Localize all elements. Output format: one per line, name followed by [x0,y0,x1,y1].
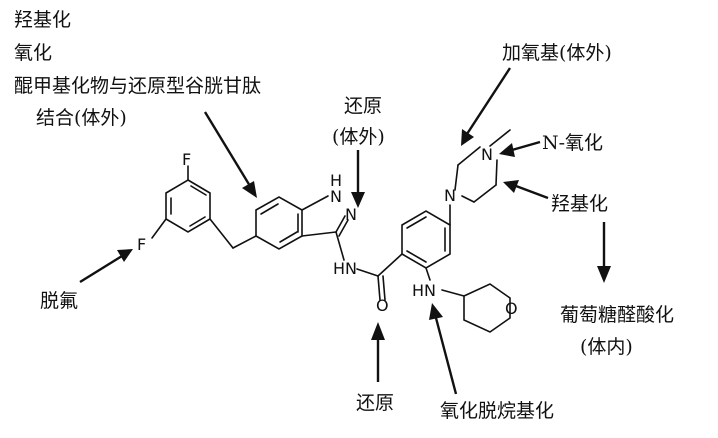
piperazine-ring [454,129,511,203]
label-reduction-top-line2: (体外) [332,126,385,148]
label-oxidation-top: 氧化 [14,42,53,64]
arrow-glucuronidation-head [597,266,611,283]
arrow-defluorination [79,254,123,284]
atom-n-pip-top: N [481,145,493,164]
arrow-reduction-bottom-head [371,322,385,340]
indazole-core [255,195,349,261]
atom-n1: N [330,187,342,206]
atom-o-ring: O [505,299,518,318]
arrow-reduction-top-head [351,192,365,208]
arrow-methylation [203,111,252,187]
atom-f-left: F [137,235,146,254]
atom-f-top: F [182,150,191,169]
arrow-oxygenation [465,67,512,135]
label-hydroxylation-right: 羟基化 [551,193,609,215]
atom-n-pip-bottom: N [444,186,456,205]
atom-o-carbonyl: O [376,296,389,315]
label-reduction-top-line1: 还原 [344,95,383,117]
arrow-hydroxylation-right-head [503,180,519,193]
arrow-oxygenation-head [461,129,474,146]
atom-n2: N [345,205,357,224]
label-oxidative-dealkylation: 氧化脱烷基化 [440,400,555,422]
arrow-hydroxylation-right [515,184,549,200]
arrow-defluorination-head [117,249,133,262]
atom-hn-ring: HN [412,281,436,300]
label-methylation-line2: 结合(体外) [36,107,127,129]
atom-nh-amide: HN [333,259,357,278]
arrow-n-oxidation-head [499,143,515,157]
arrow-oxidative-dealkylation [434,317,458,395]
label-methylation-line1: 醌甲基化物与还原型谷胱甘肽 [14,75,262,97]
benzamide-core [356,204,451,301]
difluorophenyl-ring [151,165,257,249]
label-n-oxidation: N-氧化 [542,132,604,154]
label-oxygenation: 加氧基(体外) [502,42,612,64]
atom-nh-top: H [330,171,342,190]
label-reduction-bottom: 还原 [356,392,395,414]
label-glucuronidation-line1: 葡萄糖醛酸化 [560,304,675,326]
label-hydroxylation-top: 羟基化 [14,9,72,31]
label-defluorination: 脱氟 [40,290,79,312]
tetrahydropyran-ring [441,283,511,333]
arrow-oxidative-dealkylation-head [429,303,443,320]
label-glucuronidation-line2: (体内) [580,336,633,358]
arrow-methylation-head [242,181,257,198]
arrow-n-oxidation [511,140,541,152]
